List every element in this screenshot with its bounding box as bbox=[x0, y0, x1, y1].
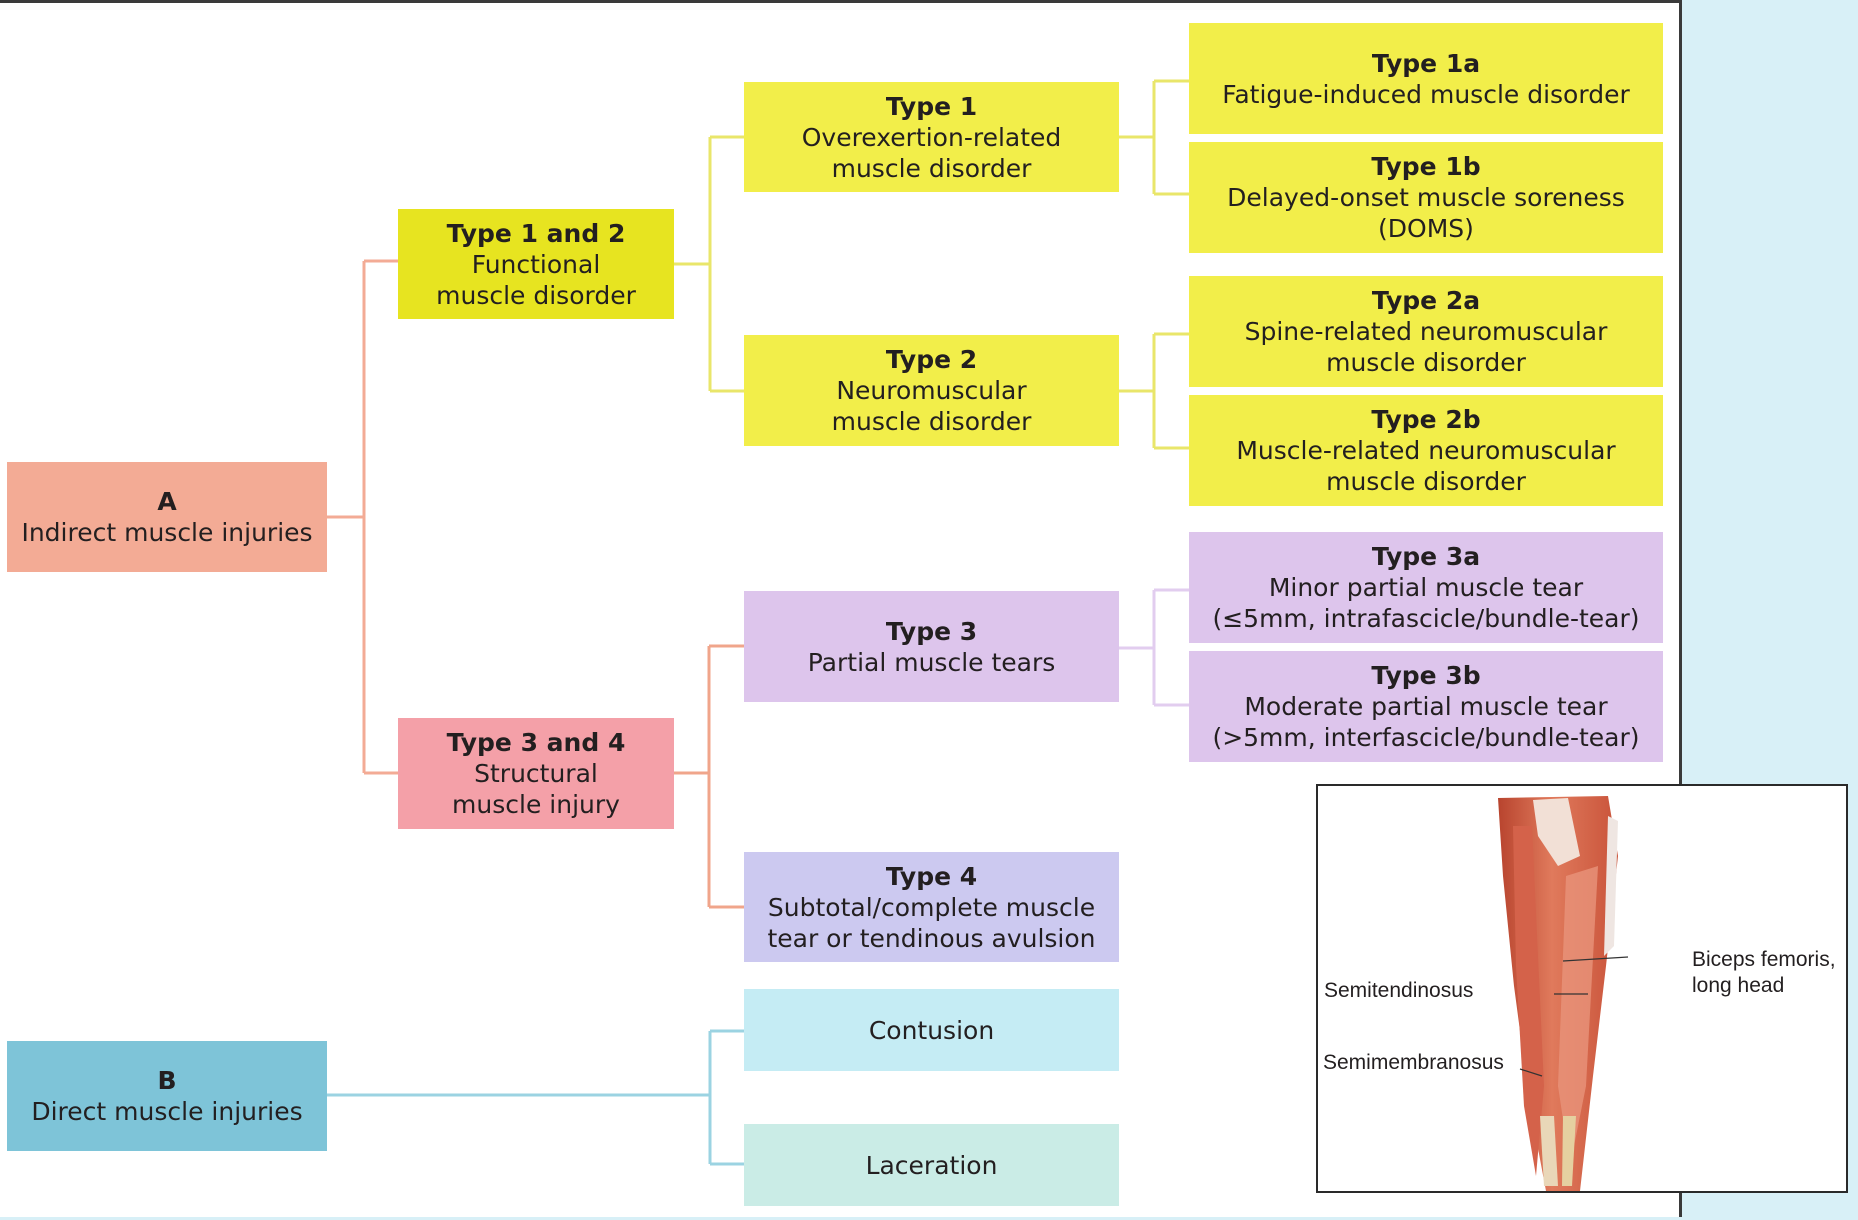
node-desc: Direct muscle injuries bbox=[31, 1097, 303, 1126]
node-desc: Structural muscle injury bbox=[452, 759, 620, 819]
node-type-4: Type 4 Subtotal/complete muscle tear or … bbox=[744, 852, 1119, 962]
node-title: B bbox=[157, 1066, 177, 1095]
node-type-3b: Type 3b Moderate partial muscle tear (>5… bbox=[1189, 651, 1663, 762]
node-desc: Muscle-related neuromuscular muscle diso… bbox=[1236, 436, 1616, 496]
node-title: Type 2a bbox=[1371, 286, 1481, 315]
leader-lines bbox=[1519, 956, 1629, 1077]
node-structural-injury: Type 3 and 4 Structural muscle injury bbox=[398, 718, 674, 829]
node-title: Type 1a bbox=[1371, 48, 1481, 78]
node-desc: Neuromuscular muscle disorder bbox=[831, 376, 1032, 436]
node-desc: Laceration bbox=[865, 1150, 998, 1180]
node-direct-injuries: B Direct muscle injuries bbox=[7, 1041, 327, 1151]
anatomy-inset: Biceps femoris, long head Semitendinosus… bbox=[1316, 784, 1848, 1193]
node-contusion: Contusion bbox=[744, 989, 1119, 1071]
node-desc: Functional muscle disorder bbox=[436, 249, 636, 310]
node-type-1b: Type 1b Delayed-onset muscle soreness (D… bbox=[1189, 142, 1663, 253]
node-title: Type 3b bbox=[1371, 661, 1481, 690]
node-desc: Contusion bbox=[868, 1015, 995, 1045]
connector-a bbox=[327, 259, 398, 775]
node-desc: Spine-related neuromuscular muscle disor… bbox=[1244, 317, 1608, 377]
node-laceration: Laceration bbox=[744, 1124, 1119, 1206]
node-title: Type 2b bbox=[1371, 405, 1481, 434]
node-title: Type 3a bbox=[1371, 542, 1481, 571]
node-type-3a: Type 3a Minor partial muscle tear (≤5mm,… bbox=[1189, 532, 1663, 643]
node-desc: Indirect muscle injuries bbox=[21, 518, 313, 547]
node-type-2: Type 2 Neuromuscular muscle disorder bbox=[744, 335, 1119, 446]
node-type-1a: Type 1a Fatigue-induced muscle disorder bbox=[1189, 23, 1663, 134]
label-semimembranosus: Semimembranosus bbox=[1323, 1051, 1504, 1074]
node-desc: Subtotal/complete muscle tear or tendino… bbox=[767, 892, 1096, 953]
label-biceps-femoris: Biceps femoris, long head bbox=[1692, 948, 1836, 997]
node-title: Type 3 bbox=[885, 616, 978, 646]
node-desc: Overexertion-related muscle disorder bbox=[801, 122, 1062, 183]
connector-structural bbox=[674, 644, 744, 909]
connector-b bbox=[327, 1029, 744, 1166]
node-desc: Delayed-onset muscle soreness (DOMS) bbox=[1227, 183, 1625, 243]
node-title: Type 2 bbox=[885, 345, 978, 374]
connector-lines bbox=[327, 79, 1189, 1166]
node-type-3: Type 3 Partial muscle tears bbox=[744, 591, 1119, 702]
hamstring-illustration bbox=[1498, 796, 1629, 1191]
label-semitendinosus: Semitendinosus bbox=[1324, 979, 1474, 1002]
node-type-2a: Type 2a Spine-related neuromuscular musc… bbox=[1189, 276, 1663, 387]
connector-type3 bbox=[1119, 588, 1189, 707]
node-title: Type 4 bbox=[885, 861, 978, 891]
node-desc: Minor partial muscle tear (≤5mm, intrafa… bbox=[1212, 573, 1640, 633]
node-desc: Partial muscle tears bbox=[807, 647, 1056, 677]
node-desc: Moderate partial muscle tear (>5mm, inte… bbox=[1212, 692, 1640, 752]
node-type-2b: Type 2b Muscle-related neuromuscular mus… bbox=[1189, 395, 1663, 506]
node-desc: Fatigue-induced muscle disorder bbox=[1222, 79, 1630, 109]
node-type-1: Type 1 Overexertion-related muscle disor… bbox=[744, 82, 1119, 192]
node-title: Type 1 bbox=[885, 91, 978, 121]
node-title: Type 1b bbox=[1371, 152, 1481, 181]
node-title: Type 3 and 4 bbox=[446, 728, 626, 757]
node-functional-disorder: Type 1 and 2 Functional muscle disorder bbox=[398, 209, 674, 319]
connector-functional bbox=[674, 79, 1189, 450]
node-title: A bbox=[157, 487, 177, 516]
node-indirect-injuries: A Indirect muscle injuries bbox=[7, 462, 327, 572]
diagram-page: A Indirect muscle injuries B Direct musc… bbox=[0, 0, 1682, 1217]
node-title: Type 1 and 2 bbox=[446, 218, 626, 248]
